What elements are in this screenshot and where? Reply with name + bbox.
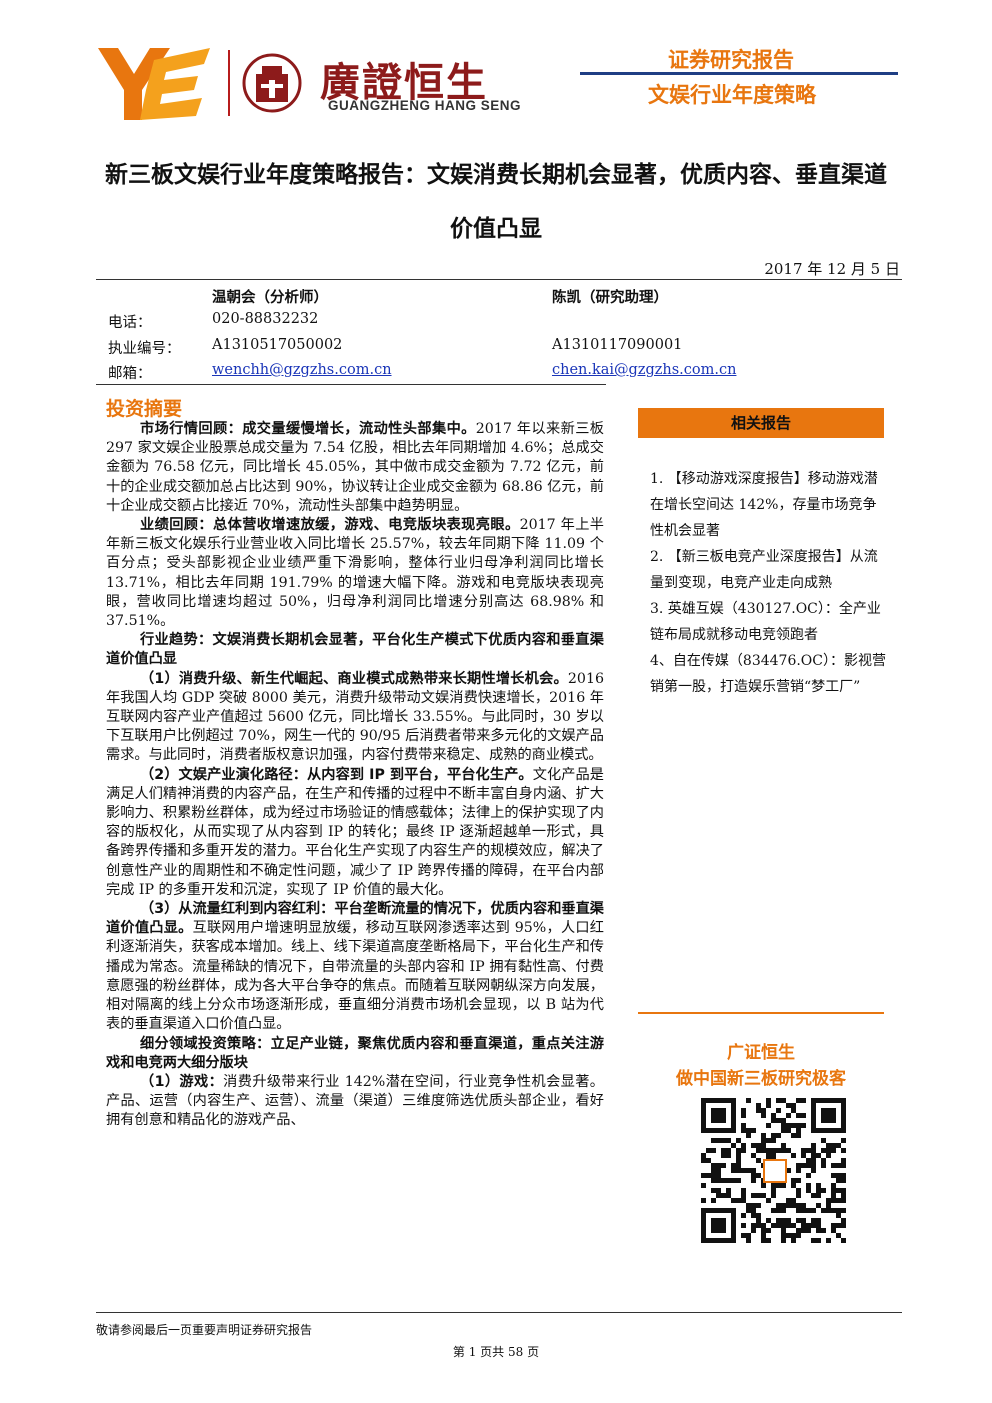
analyst-2-email-link[interactable]: chen.kai@gzgzhs.com.cn <box>552 362 737 378</box>
footer-disclaimer: 敬请参阅最后一页重要声明证券研究报告 <box>96 1323 313 1337</box>
summary-heading: 投资摘要 <box>106 398 183 420</box>
related-report-item[interactable]: 1. 【移动游戏深度报告】移动游戏潜在增长空间达 142%，存量市场竞争性机会显… <box>650 471 878 539</box>
analyst-1-phone: 020-88832232 <box>212 311 319 327</box>
company-logo-english: GUANGZHENG HANG SENG <box>328 98 522 113</box>
trend-point-1: （1）消费升级、新生代崛起、商业模式成熟带来长期性增长机会。2016 年我国人均… <box>106 670 604 764</box>
analyst-1-license: A1310517050002 <box>212 337 343 353</box>
page-number: 第 1 页共 58 页 <box>452 1345 540 1359</box>
trend-point-2: （2）文娱产业演化路径：从内容到 IP 到平台，平台化生产。文化产品是满足人们精… <box>106 766 604 898</box>
related-report-item[interactable]: 2. 【新三板电竞产业深度报告】从流量到变现，电竞产业走向成熟 <box>650 549 878 591</box>
header-rule <box>580 72 898 75</box>
promo-rule <box>638 1012 884 1014</box>
strategy-games: （1）游戏：消费升级带来行业 142%潜在空间，行业竞争性机会显著。产品、运营（… <box>106 1073 604 1129</box>
analyst-1-email-link[interactable]: wenchh@gzgzhs.com.cn <box>212 362 392 378</box>
report-title: 新三板文娱行业年度策略报告：文娱消费长期机会显著，优质内容、垂直渠道价值凸显 <box>105 162 887 242</box>
promo-slogan: 做中国新三板研究极客 <box>676 1069 846 1089</box>
company-logo-text: 廣證恒生 <box>320 60 488 106</box>
strategy-heading: 细分领域投资策略：立足产业链，聚焦优质内容和垂直渠道，重点关注游戏和电竞两大细分… <box>106 1035 604 1071</box>
related-report-item[interactable]: 3. 英雄互娱（430127.OC）：全产业链布局成就移动电竞领跑者 <box>650 601 881 643</box>
date-rule <box>96 279 902 280</box>
related-report-item[interactable]: 4、自在传媒（834476.OC）：影视营销第一股，打造娱乐营销“梦工厂” <box>650 653 886 695</box>
trend-point-3: （3）从流量红利到内容红利：平台垄断流量的情况下，优质内容和垂直渠道价值凸显。互… <box>106 901 604 1033</box>
analyst-2-license: A1310117090001 <box>552 337 683 353</box>
report-date: 2017 年 12 月 5 日 <box>764 260 900 278</box>
analyst-rule <box>96 384 606 385</box>
company-seal-icon <box>242 53 302 113</box>
logo-divider <box>228 50 230 116</box>
promo-brand: 广证恒生 <box>727 1043 795 1063</box>
report-category: 文娱行业年度策略 <box>648 83 816 107</box>
performance-paragraph: 业绩回顾：总体营收增速放缓，游戏、电竞版块表现亮眼。2017 年上半年新三板文化… <box>106 517 604 630</box>
report-type: 证券研究报告 <box>668 48 794 72</box>
footer-rule <box>96 1312 902 1313</box>
ye-logo-icon <box>98 48 210 120</box>
phone-label: 电话： <box>108 315 152 331</box>
license-label: 执业编号： <box>108 341 181 357</box>
analyst-1-name: 温朝会（分析师） <box>212 290 328 306</box>
investment-summary: 投资摘要 市场行情回顾：成交量缓慢增长，流动性头部集中。2017 年以来新三板 … <box>106 398 604 1131</box>
related-reports-heading: 相关报告 <box>638 408 884 438</box>
related-reports-list: 1. 【移动游戏深度报告】移动游戏潜在增长空间达 142%，存量市场竞争性机会显… <box>650 466 886 700</box>
industry-trend-heading: 行业趋势：文娱消费长期机会显著，平台化生产模式下优质内容和垂直渠道价值凸显 <box>106 632 604 668</box>
market-review-paragraph: 市场行情回顾：成交量缓慢增长，流动性头部集中。2017 年以来新三板 297 家… <box>106 421 604 514</box>
email-label: 邮箱： <box>108 366 152 382</box>
qr-code-icon <box>701 1098 846 1243</box>
analyst-2-name: 陈凯（研究助理） <box>552 290 668 306</box>
